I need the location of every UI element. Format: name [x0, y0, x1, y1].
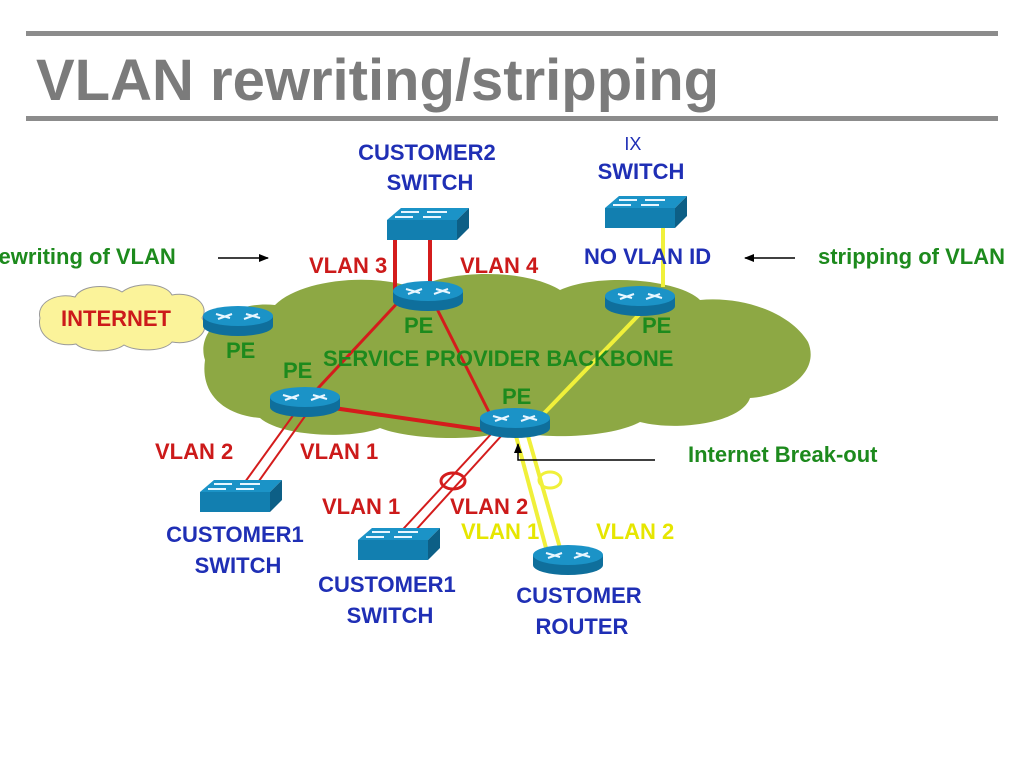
- ix-switch-label: IX SWITCH: [598, 130, 685, 184]
- vlan1-left-label: VLAN 1: [300, 439, 378, 464]
- customer1-switch-left-label: CUSTOMER1 SWITCH: [166, 522, 310, 578]
- pe-router-center-icon: [479, 407, 551, 439]
- customer1-switch-center-label: CUSTOMER1 SWITCH: [318, 572, 462, 628]
- backbone-label: SERVICE PROVIDER BACKBONE: [323, 346, 673, 371]
- backbone-cloud: [203, 273, 811, 439]
- pe-router-internet-icon: [202, 305, 274, 337]
- pe-router-left-icon: [269, 386, 341, 418]
- vlan3-label: VLAN 3: [309, 253, 387, 278]
- customer-router-icon: [532, 544, 604, 576]
- ix-switch-icon: [604, 195, 688, 229]
- vlan4-label: VLAN 4: [460, 253, 539, 278]
- no-vlan-id-label: NO VLAN ID: [584, 244, 711, 269]
- internet-breakout-label: Internet Break-out: [688, 442, 878, 467]
- customer2-switch-label: CUSTOMER2 SWITCH: [358, 140, 502, 195]
- red-link-ring: [439, 471, 467, 491]
- pe-right-label: PE: [642, 313, 671, 338]
- pe-internet-label: PE: [226, 338, 255, 363]
- yellow-link-ring: [537, 470, 563, 490]
- title-underline-rule: [26, 116, 998, 121]
- pe-router-right-icon: [604, 285, 676, 317]
- yellow-links: [514, 228, 665, 549]
- customer1-switch-left-icon: [199, 479, 283, 513]
- slide-title: VLAN rewriting/stripping: [36, 48, 720, 113]
- vlan1-yellow-label: VLAN 1: [461, 519, 539, 544]
- vlan2-yellow-label: VLAN 2: [596, 519, 674, 544]
- customer-router-label: CUSTOMER ROUTER: [516, 583, 648, 639]
- vlan2-left-label: VLAN 2: [155, 439, 233, 464]
- pe-router-top-icon: [392, 280, 464, 312]
- vlan1-mid-label: VLAN 1: [322, 494, 400, 519]
- pe-center-label: PE: [502, 384, 531, 409]
- internet-cloud: [39, 284, 206, 352]
- customer2-switch-icon: [386, 207, 470, 241]
- stripping-label: stripping of VLAN: [818, 244, 1005, 269]
- top-rule: [26, 31, 998, 36]
- internet-label: INTERNET: [61, 306, 172, 331]
- customer1-switch-center-icon: [357, 527, 441, 561]
- vlan2-mid-label: VLAN 2: [450, 494, 528, 519]
- pe-top-label: PE: [404, 313, 433, 338]
- pe-left-label: PE: [283, 358, 312, 383]
- rewriting-label: rewriting of VLAN: [0, 244, 176, 269]
- breakout-arrow: [514, 443, 655, 461]
